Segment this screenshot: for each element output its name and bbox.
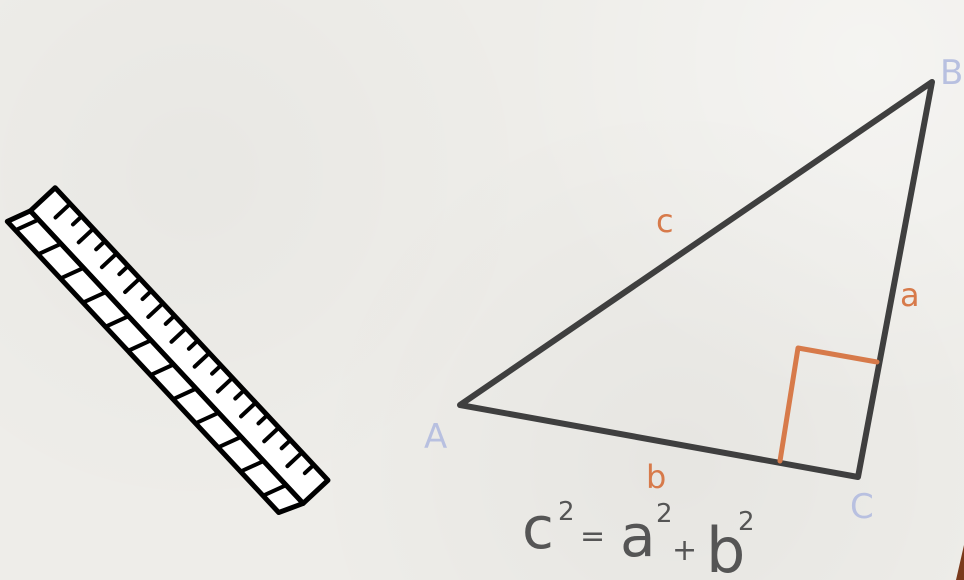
ruler-tick bbox=[210, 363, 223, 376]
ruler-side-segment bbox=[194, 410, 220, 426]
corner-accent bbox=[956, 545, 964, 580]
ruler-side-segment bbox=[14, 217, 40, 233]
ruler-icon bbox=[4, 185, 331, 516]
ruler-tick bbox=[256, 413, 270, 426]
ruler-side-segment bbox=[262, 483, 287, 498]
ruler-tick bbox=[239, 400, 258, 419]
ruler-tick bbox=[117, 263, 131, 277]
side-label-c: c bbox=[656, 202, 674, 240]
ruler-side-segment bbox=[217, 435, 242, 450]
formula-equals: = bbox=[580, 519, 605, 554]
vertex-label-c: C bbox=[850, 487, 874, 527]
ruler-tick bbox=[140, 288, 154, 302]
ruler-tick bbox=[123, 276, 142, 295]
right-angle-marker bbox=[777, 345, 880, 464]
ruler-side-segment bbox=[59, 266, 85, 281]
pythagorean-formula: c 2 = a 2 + b 2 bbox=[522, 494, 755, 580]
ruler-side-segment bbox=[127, 338, 152, 353]
ruler-tick bbox=[76, 226, 96, 245]
vertex-label-a: A bbox=[424, 417, 447, 457]
formula-plus: + bbox=[672, 533, 697, 568]
ruler-tick bbox=[53, 201, 73, 220]
ruler-tick bbox=[99, 251, 119, 270]
ruler-tick bbox=[285, 450, 305, 469]
ruler-tick bbox=[163, 313, 177, 326]
ruler-tick bbox=[262, 425, 281, 444]
formula-b-exponent: 2 bbox=[738, 507, 755, 537]
ruler-tick bbox=[70, 214, 84, 227]
ruler-side-segment bbox=[149, 362, 175, 377]
ruler-tick bbox=[169, 326, 189, 344]
triangle bbox=[457, 79, 935, 480]
formula-a-exponent: 2 bbox=[656, 499, 673, 529]
side-label-b: b bbox=[646, 458, 666, 496]
ruler-tick bbox=[94, 239, 107, 252]
vertex-label-b: B bbox=[940, 53, 963, 93]
ruler-side-segment bbox=[37, 242, 62, 257]
ruler-side-segment bbox=[172, 386, 197, 401]
formula-c-exponent: 2 bbox=[558, 497, 575, 527]
formula-a: a bbox=[620, 502, 656, 570]
ruler-side-segment bbox=[82, 290, 107, 305]
formula-c: c bbox=[522, 494, 554, 562]
side-label-a: a bbox=[900, 276, 920, 314]
formula-b: b bbox=[706, 514, 745, 580]
ruler-side-segment bbox=[239, 459, 265, 474]
ruler-tick bbox=[302, 462, 316, 476]
ruler-tick bbox=[215, 375, 235, 394]
ruler-side-segment bbox=[104, 314, 130, 329]
ruler-tick bbox=[186, 338, 200, 351]
ruler-tick bbox=[146, 301, 165, 319]
ruler-tick bbox=[192, 351, 212, 369]
ruler-tick bbox=[233, 388, 247, 401]
ruler-tick bbox=[279, 438, 293, 451]
